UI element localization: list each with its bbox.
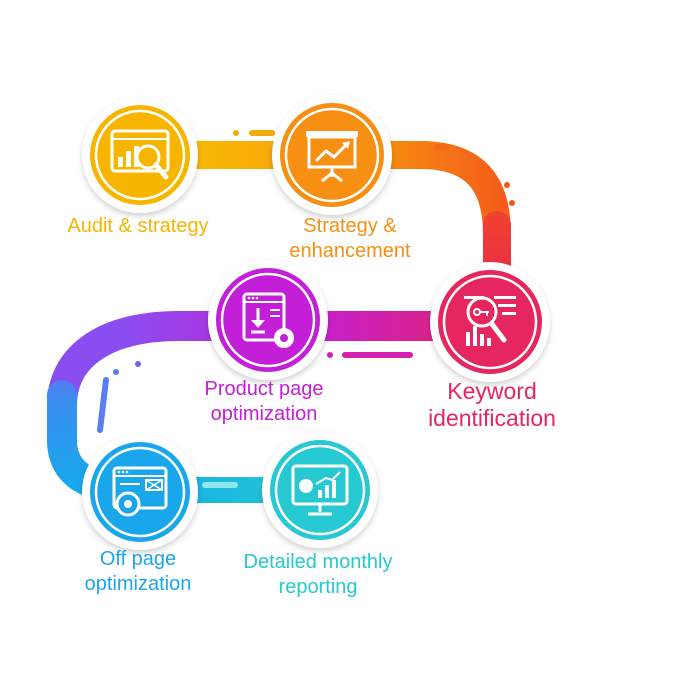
step-node-ring <box>220 272 316 368</box>
step-label-product: Product page optimization <box>154 377 374 427</box>
step-label-offpage: Off page optimization <box>28 547 248 597</box>
step-label-line: reporting <box>278 576 358 598</box>
step-label-line: Off page <box>99 548 177 570</box>
monitor-chart-icon <box>291 464 349 516</box>
step-label-line: optimization <box>210 403 318 425</box>
step-node-disc <box>90 442 190 542</box>
presentation-chart-icon <box>306 131 358 183</box>
step-node-product <box>208 260 328 380</box>
step-label-reporting: Detailed monthly reporting <box>208 550 428 600</box>
decorative-dashes <box>97 130 515 488</box>
step-label-line: Detailed monthly <box>243 551 393 573</box>
step-label-strategy: Strategy & enhancement <box>240 214 460 264</box>
step-label-line: Product page <box>204 378 324 400</box>
step-node-ring <box>94 109 186 201</box>
step-node-ring <box>442 274 538 370</box>
step-label-line: Keyword <box>447 378 537 404</box>
step-label-line: optimization <box>84 573 192 595</box>
step-label-line: Strategy & <box>303 215 397 237</box>
step-node-disc <box>216 268 320 372</box>
step-node-ring <box>284 107 380 203</box>
step-node-ring <box>274 444 366 536</box>
keyword-search-icon <box>464 296 516 346</box>
step-node-reporting <box>262 432 378 548</box>
step-node-strategy <box>272 95 392 215</box>
page-settings-icon <box>242 292 294 348</box>
analytics-magnifier-icon <box>110 129 170 180</box>
step-label-line: Audit & strategy <box>67 215 209 237</box>
browser-settings-icon <box>112 466 168 517</box>
step-label-audit: Audit & strategy <box>28 214 248 239</box>
step-node-keyword <box>430 262 550 382</box>
step-node-ring <box>94 446 186 538</box>
step-label-line: identification <box>428 405 556 431</box>
step-label-line: enhancement <box>289 240 411 262</box>
step-node-audit <box>82 97 198 213</box>
step-node-offpage <box>82 434 198 550</box>
